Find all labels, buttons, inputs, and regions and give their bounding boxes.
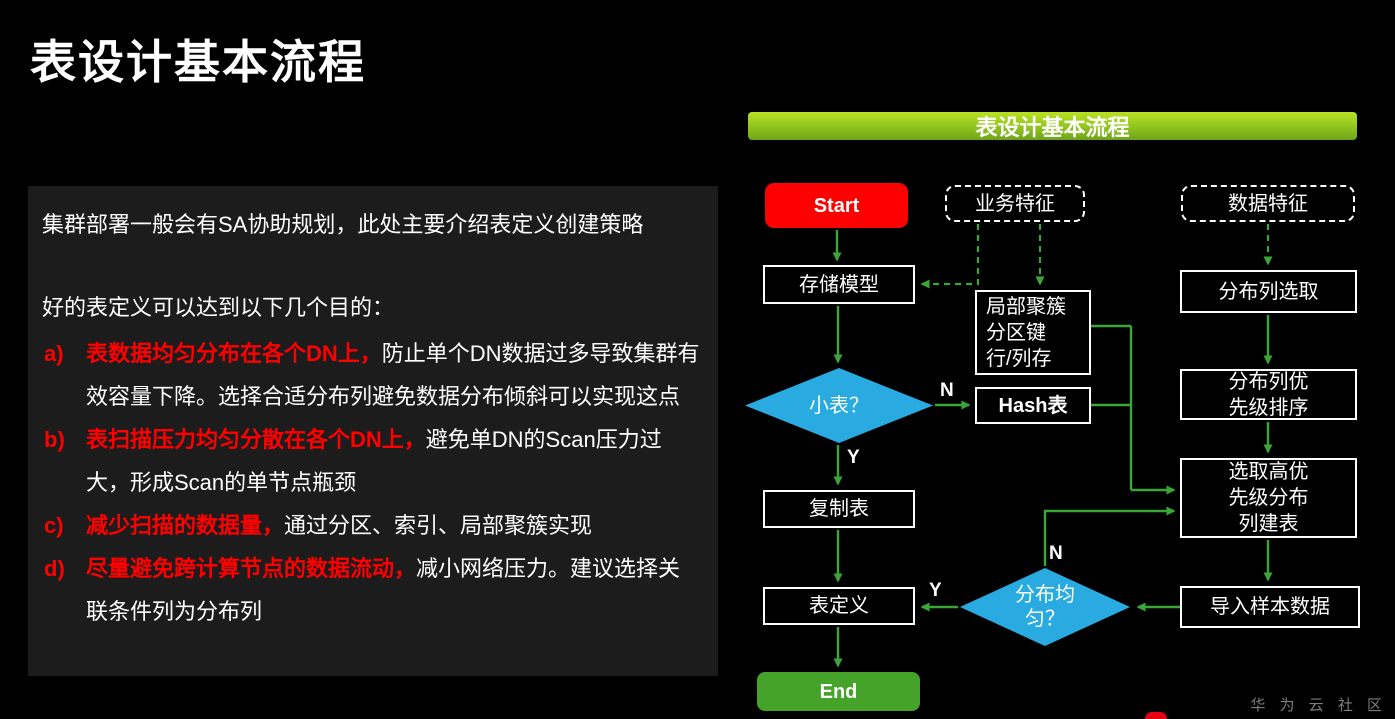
edge-business-storage [920, 224, 980, 289]
intro-text: 集群部署一般会有SA协助规划，此处主要介绍表定义创建策略 [42, 212, 644, 237]
goal-marker-b: b) [44, 427, 65, 452]
goal-highlight-c: 减少扫描的数据量， [86, 513, 285, 538]
node-hash-table: Hash表 [975, 387, 1091, 424]
goal-rest-a: 防止单个DN数据过多导致集群有效容量下降。选择合适分布列避免数据分布倾斜可以实现… [86, 341, 700, 409]
flowchart-title: 表设计基本流程 [975, 115, 1130, 140]
goal-marker-c: c) [44, 513, 64, 538]
flowchart-title-bar: 表设计基本流程 [748, 112, 1357, 140]
goal-marker-a: a) [44, 341, 64, 366]
edge-label-dist-even-no: N [1049, 543, 1063, 564]
goal-highlight-d: 尽量避免跨计算节点的数据流动， [86, 556, 417, 581]
goal-highlight-a: 表数据均匀分布在各个DN上， [86, 341, 382, 366]
left-panel: 集群部署一般会有SA协助规划，此处主要介绍表定义创建策略 好的表定义可以达到以下… [28, 186, 718, 676]
node-import-sample: 导入样本数据 [1180, 586, 1360, 628]
goal-item-b: b) 表扫描压力均匀分散在各个DN上，避免单DN的Scan压力过大，形成Scan的… [42, 418, 702, 504]
node-pick-dist-col: 选取高优 先级分布 列建表 [1180, 458, 1357, 538]
goal-rest-d: 减小网络压力。建议选择关联条件列为分布列 [86, 556, 681, 624]
page-title: 表设计基本流程 [30, 36, 366, 88]
node-table-def: 表定义 [763, 587, 915, 625]
node-dist-col-select: 分布列选取 [1180, 270, 1357, 313]
goal-marker-d: d) [44, 556, 65, 581]
node-copy-table: 复制表 [763, 490, 915, 528]
edge-label-small-table-yes: Y [847, 447, 860, 468]
node-business-feature: 业务特征 [945, 185, 1085, 222]
node-local-cluster: 局部聚簇 分区键 行/列存 [975, 290, 1091, 375]
node-start: Start [765, 183, 908, 228]
watermark: 华 为 云 社 区 [1250, 697, 1387, 714]
node-storage-model: 存储模型 [763, 265, 915, 304]
logo-fragment [1145, 712, 1167, 719]
node-end: End [757, 672, 920, 711]
node-dist-col-rank: 分布列优 先级排序 [1180, 369, 1357, 420]
goal-rest-b: 避免单DN的Scan压力过大，形成Scan的单节点瓶颈 [86, 427, 662, 495]
goals-heading: 好的表定义可以达到以下几个目的： [42, 295, 395, 320]
goal-highlight-b: 表扫描压力均匀分散在各个DN上， [86, 427, 426, 452]
node-small-table-decision: 小表？ [745, 368, 933, 443]
node-data-feature: 数据特征 [1181, 185, 1355, 222]
goal-item-a: a) 表数据均匀分布在各个DN上，防止单个DN数据过多导致集群有效容量下降。选择合… [42, 332, 702, 418]
goal-item-c: c) 减少扫描的数据量，通过分区、索引、局部聚簇实现 [42, 504, 702, 547]
edge-disteven-pick-loop [1043, 506, 1176, 566]
edge-label-small-table-no: N [940, 380, 954, 401]
goal-item-d: d) 尽量避免跨计算节点的数据流动，减小网络压力。建议选择关联条件列为分布列 [42, 547, 702, 633]
goal-rest-c: 通过分区、索引、局部聚簇实现 [284, 513, 593, 538]
node-dist-even-decision: 分布均 匀？ [960, 568, 1130, 646]
edge-label-dist-even-yes: Y [929, 580, 942, 601]
